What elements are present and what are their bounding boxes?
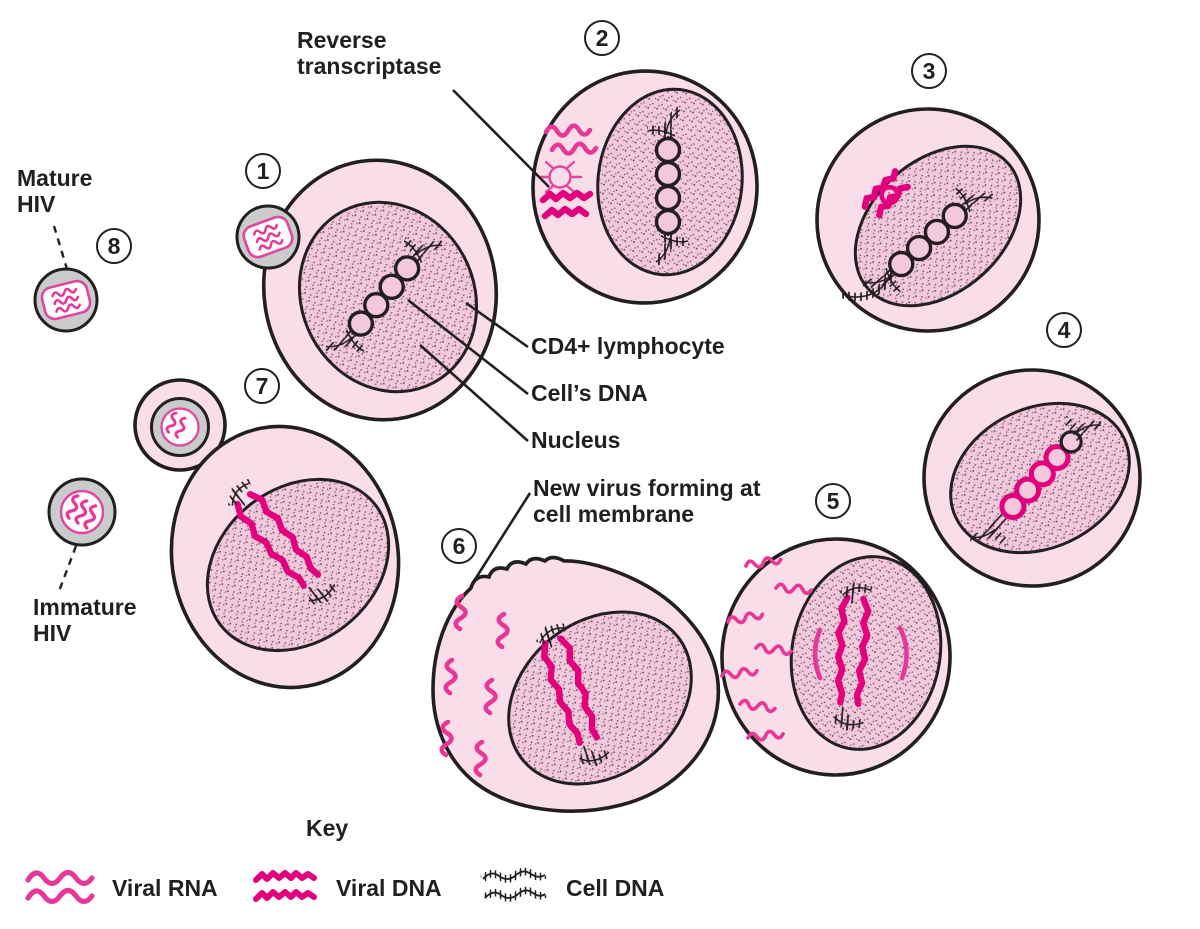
- viral-dna: [861, 168, 911, 219]
- nucleus-shape: [789, 555, 943, 751]
- nucleus-shape: [507, 610, 693, 786]
- viral-rna: [812, 627, 823, 681]
- key-title: Key: [306, 815, 349, 841]
- key-item-label: Cell DNA: [566, 874, 665, 901]
- nucleus-label: Nucleus: [531, 427, 621, 453]
- leader-lines: [52, 89, 550, 595]
- reverse-transcriptase-enzyme: [537, 160, 583, 194]
- key-item-label: Viral DNA: [336, 874, 442, 901]
- step-badge-5: 5: [815, 483, 851, 519]
- cell-stage-3: [815, 107, 1041, 333]
- key-item-cell-dna: Cell DNA: [478, 866, 664, 910]
- cell-dna-swatch-icon: [480, 867, 548, 902]
- cell-stage-6: [431, 555, 721, 813]
- viral-dna-swatch-icon: [253, 870, 317, 902]
- step-badge-4: 4: [1046, 312, 1082, 348]
- step-badge-8: 8: [96, 228, 132, 264]
- leader-immature-hiv: [56, 545, 78, 595]
- step-badge-6: 6: [441, 528, 477, 564]
- cell-stage-4: [922, 368, 1142, 588]
- reverse-transcriptase-label: Reverse transcriptase: [297, 27, 442, 79]
- step-badge-3: 3: [911, 53, 947, 89]
- leader-reverse-transcriptase: [452, 89, 550, 188]
- key-item-label: Viral RNA: [112, 874, 218, 901]
- leader-nucleus: [419, 344, 529, 442]
- step-badge-7: 7: [244, 368, 280, 404]
- cell-stage-5: [719, 537, 952, 777]
- budding-virion: [150, 397, 210, 457]
- mature-hiv-label: Mature HIV: [17, 165, 93, 217]
- immature-hiv-virion: [49, 479, 115, 545]
- leader-mature-hiv: [52, 225, 69, 270]
- viral-dna: [541, 205, 590, 220]
- cell-stage-7: [133, 378, 401, 690]
- leader-cd4-lymphocyte: [465, 301, 529, 349]
- immature-hiv-label: Immature HIV: [33, 594, 137, 646]
- new-virus-label: New virus forming at cell membrane: [533, 475, 761, 527]
- step-badge-1: 1: [245, 153, 281, 189]
- leader-cells-dna: [407, 298, 529, 396]
- cell-stage-2: [531, 69, 759, 305]
- viral-rna: [897, 625, 909, 681]
- leader-new-virus: [472, 492, 532, 582]
- key-item-viral-dna: Viral DNA: [252, 866, 442, 910]
- viral-dna: [539, 189, 594, 204]
- key-item-viral-rna: Viral RNA: [24, 866, 218, 910]
- step-badge-2: 2: [584, 20, 620, 56]
- viral-rna-swatch-icon: [25, 869, 95, 905]
- cells-dna-label: Cell’s DNA: [531, 380, 648, 406]
- mature-hiv-virion: [35, 269, 97, 331]
- integrated-viral-dna: [969, 415, 1102, 547]
- cd4-lymphocyte-label: CD4+ lymphocyte: [531, 333, 725, 359]
- cell-stage-1: [234, 158, 499, 422]
